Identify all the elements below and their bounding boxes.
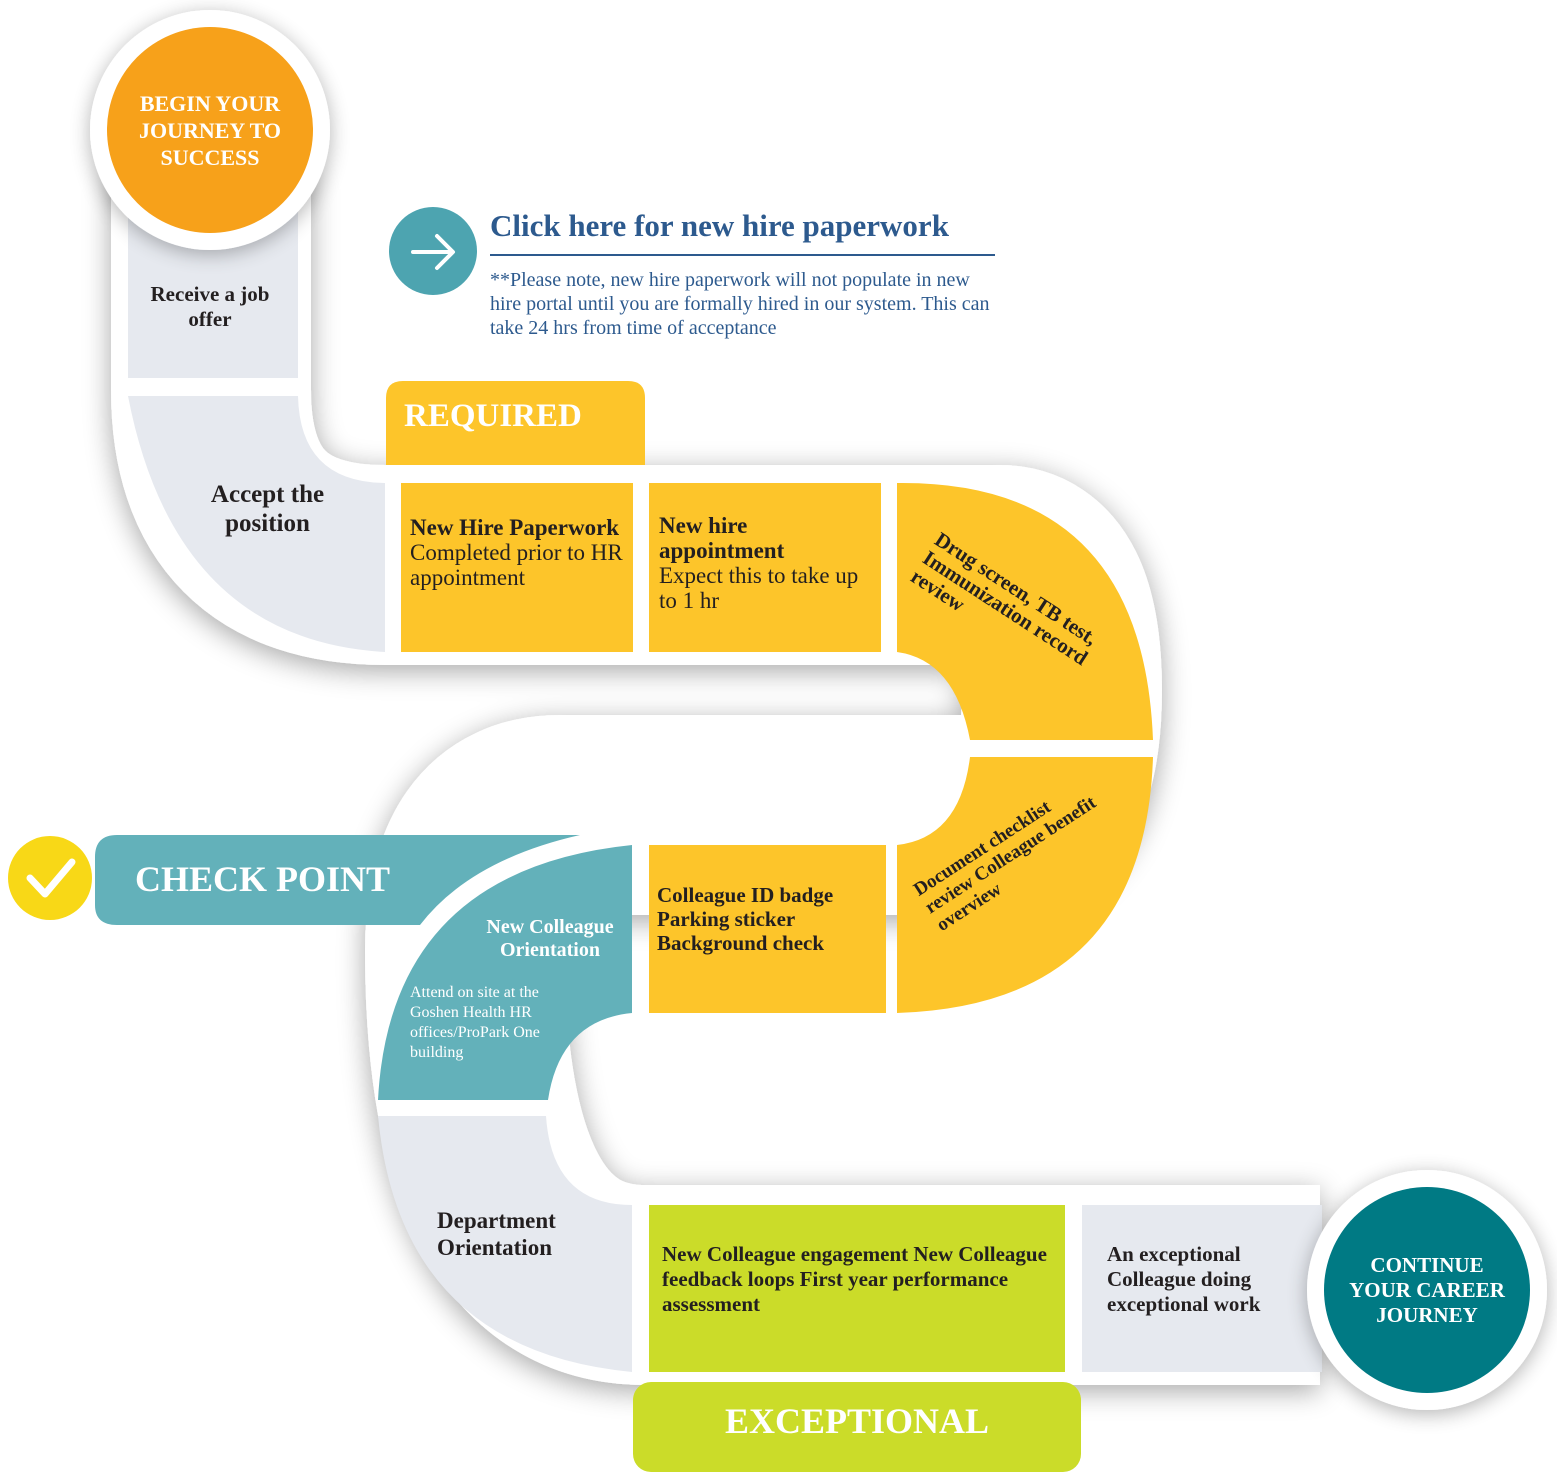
segment-orientation	[378, 845, 632, 1100]
continue-label: CONTINUE YOUR CAREER JOURNEY	[1349, 1252, 1505, 1327]
segment-appointment	[649, 483, 881, 652]
segment-accept-position	[128, 396, 385, 652]
checkpoint-label: CHECK POINT	[135, 859, 391, 899]
appointment-desc: Expect this to take up to 1 hr	[659, 563, 859, 613]
checkmark-icon	[8, 836, 92, 920]
segment-drug-screen	[897, 482, 1153, 740]
appointment-step: New hire appointment Expect this to take…	[659, 513, 874, 613]
segment-engagement	[649, 1205, 1065, 1372]
required-tab	[386, 381, 645, 465]
exceptional-label: EXCEPTIONAL	[724, 1401, 990, 1441]
exceptional-colleague-text: An exceptional Colleague doing exception…	[1107, 1242, 1261, 1316]
orientation-desc: Attend on site at the Goshen Health HR o…	[410, 984, 540, 1061]
exceptional-tab	[633, 1382, 1081, 1472]
appointment-title: New hire appointment	[659, 513, 785, 563]
badge-text: Colleague ID badge Parking sticker Backg…	[657, 883, 834, 955]
accept-position-text: Accept the position	[210, 481, 325, 537]
dept-orientation-text: Department Orientation	[437, 1208, 556, 1260]
receive-offer-text: Receive a job offer	[150, 282, 270, 331]
begin-text: BEGIN YOUR JOURNEY TO SUCCESS	[125, 55, 295, 205]
new-hire-paperwork-link[interactable]: Click here for new hire paperwork	[490, 208, 949, 243]
segment-dept-orientation	[378, 1116, 632, 1372]
continue-text: CONTINUE YOUR CAREER JOURNEY	[1342, 1225, 1512, 1355]
segment-exceptional-colleague	[1082, 1205, 1322, 1372]
paperwork-step: New Hire Paperwork Completed prior to HR…	[410, 515, 625, 590]
checkpoint-tab	[95, 835, 580, 925]
paperwork-note: **Please note, new hire paperwork will n…	[490, 269, 990, 339]
segment-document-review	[897, 757, 1153, 1013]
engagement-text: New Colleague engagement New Colleague f…	[662, 1242, 1047, 1316]
continue-bubble	[1324, 1187, 1530, 1393]
segment-paperwork	[401, 483, 633, 652]
required-label: REQUIRED	[404, 398, 582, 434]
arrow-right-icon	[389, 207, 477, 295]
paperwork-title: New Hire Paperwork	[410, 515, 620, 540]
orientation-title: New Colleague Orientation	[486, 916, 614, 961]
paperwork-desc: Completed prior to HR appointment	[410, 540, 623, 590]
segment-badge	[649, 845, 886, 1013]
begin-bubble	[107, 27, 313, 233]
begin-label: BEGIN YOUR JOURNEY TO SUCCESS	[138, 90, 281, 170]
